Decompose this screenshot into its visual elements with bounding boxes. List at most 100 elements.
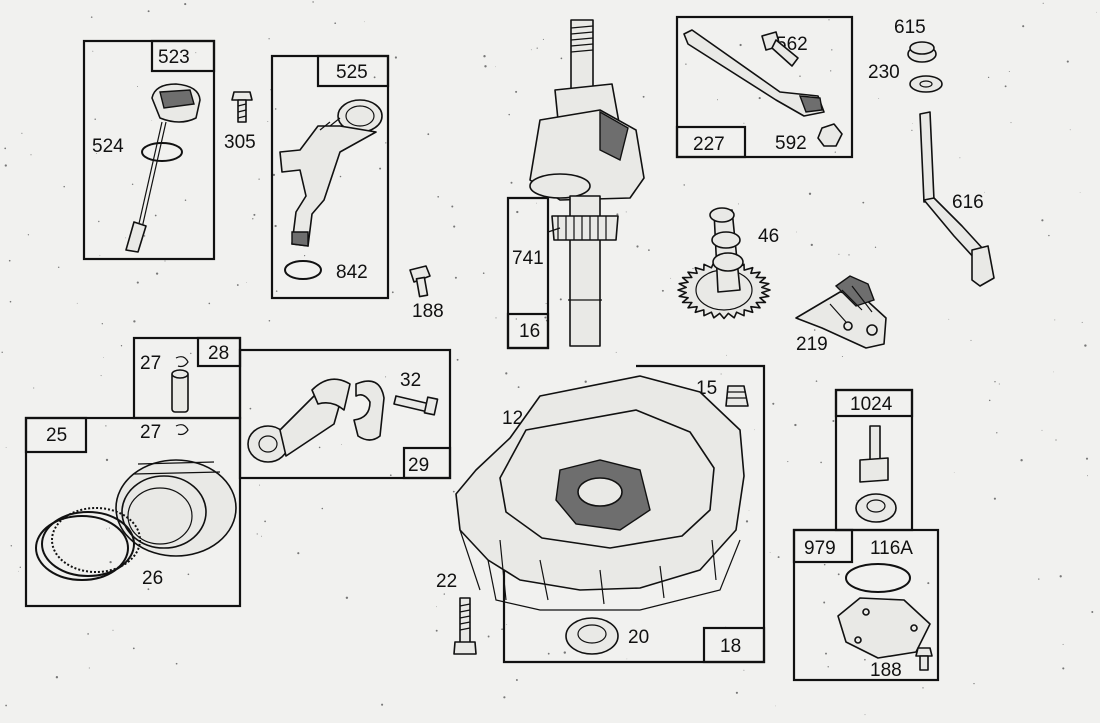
paper-speck (5, 704, 7, 707)
paper-speck (453, 225, 456, 228)
paper-speck (856, 499, 858, 501)
paper-speck (922, 687, 924, 689)
paper-speck (837, 573, 840, 576)
part-label-842: 842 (336, 262, 368, 283)
paper-speck (252, 218, 254, 220)
paper-speck (616, 213, 619, 216)
paper-speck (670, 277, 672, 279)
paper-speck (19, 566, 21, 568)
paper-speck (1010, 122, 1012, 124)
part-label-525: 525 (336, 62, 368, 83)
paper-speck (151, 120, 153, 121)
part-label-524: 524 (92, 136, 124, 157)
paper-speck (787, 461, 789, 463)
paper-speck (272, 173, 276, 177)
paper-speck (454, 276, 457, 279)
paper-speck (1059, 575, 1062, 578)
crankshaft-group: 741 16 (506, 19, 645, 350)
paper-speck (772, 402, 775, 405)
paper-speck (503, 696, 506, 699)
part-label-227: 227 (693, 134, 725, 155)
paper-speck (973, 682, 975, 685)
label-box-979 (792, 528, 854, 564)
paper-speck (536, 202, 537, 204)
o-ring-icon (284, 260, 322, 280)
paper-speck (57, 266, 60, 269)
paper-speck (90, 16, 93, 18)
label-box-525 (316, 54, 390, 88)
paper-speck (559, 298, 562, 301)
paper-speck (987, 76, 990, 79)
paper-speck (661, 289, 664, 292)
paper-speck (1048, 234, 1050, 237)
paper-speck (483, 55, 486, 58)
paper-speck (508, 113, 510, 116)
paper-speck (510, 181, 513, 184)
paper-speck (748, 510, 750, 511)
paper-speck (27, 234, 30, 236)
paper-speck (737, 203, 739, 205)
paper-speck (799, 75, 801, 77)
paper-speck (563, 651, 566, 654)
paper-speck (1054, 319, 1056, 321)
paper-speck (769, 552, 771, 553)
dipstick-icon (125, 83, 201, 253)
part-label-230: 230 (868, 62, 900, 83)
paper-speck (456, 358, 459, 361)
paper-speck (105, 425, 107, 427)
paper-speck (1053, 371, 1054, 373)
paper-speck (911, 122, 913, 124)
paper-speck (143, 235, 146, 237)
paper-speck (484, 65, 487, 68)
paper-speck (501, 628, 503, 631)
washer-615-icon (907, 41, 937, 63)
paper-speck (334, 22, 337, 25)
paper-speck (692, 267, 694, 270)
paper-speck (363, 21, 365, 23)
crankcase-group: 18 12 15 20 22 (436, 364, 766, 664)
paper-speck (208, 302, 211, 305)
paper-speck (274, 224, 277, 228)
part-label-305: 305 (224, 132, 256, 153)
paper-speck (841, 355, 843, 358)
paper-speck (953, 472, 955, 473)
paper-speck (827, 666, 829, 668)
snap-ring-icon (175, 424, 189, 436)
paper-speck (8, 259, 11, 262)
paper-speck (106, 528, 107, 530)
paper-speck (95, 152, 97, 154)
piston-group: 25 27 26 (24, 416, 242, 608)
rod-bolt-icon (393, 395, 439, 416)
part-label-741: 741 (512, 248, 544, 269)
part-label-523: 523 (158, 47, 190, 68)
paper-speck (99, 255, 101, 256)
part-label-46: 46 (758, 226, 779, 247)
part-label-1024: 1024 (850, 394, 893, 415)
snap-ring-icon (175, 356, 189, 368)
paper-speck (100, 375, 102, 377)
paper-speck (108, 527, 110, 529)
label-box-29 (402, 446, 452, 480)
paper-speck (743, 669, 745, 671)
governor-shaft-icon (919, 111, 995, 287)
part-label-27-lower: 27 (140, 422, 161, 443)
label-box-25 (24, 416, 88, 454)
part-label-219: 219 (796, 334, 828, 355)
paper-speck (988, 399, 991, 402)
paper-speck (584, 380, 587, 383)
paper-speck (1069, 129, 1071, 131)
part-label-615: 615 (894, 17, 926, 38)
paper-speck (133, 320, 136, 323)
paper-speck (275, 290, 278, 292)
paper-speck (339, 175, 342, 178)
paper-speck (268, 38, 270, 40)
paper-speck (516, 210, 519, 214)
paper-speck (983, 191, 985, 193)
paper-speck (381, 703, 384, 706)
crankcase-bolt-icon (453, 597, 477, 655)
part-label-22: 22 (436, 571, 457, 592)
paper-speck (878, 98, 880, 99)
paper-speck (427, 133, 430, 136)
paper-speck (815, 380, 818, 382)
